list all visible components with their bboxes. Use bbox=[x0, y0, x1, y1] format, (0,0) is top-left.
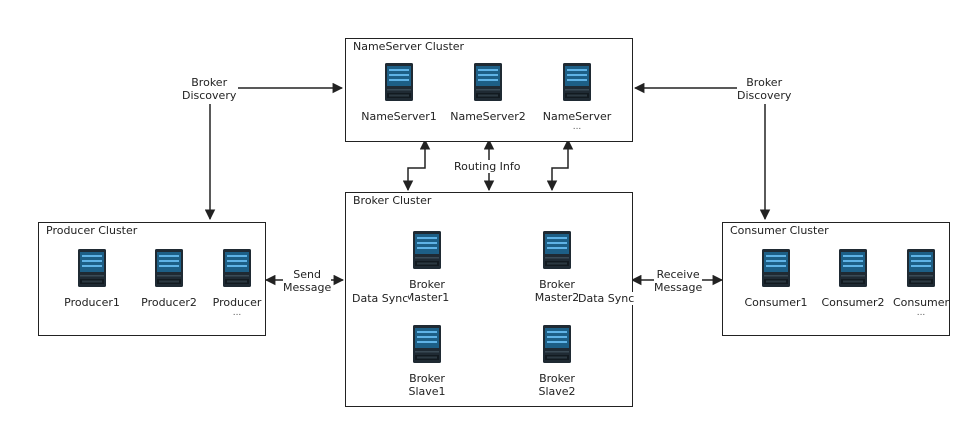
consumer-node-2-label: Consumer2 bbox=[821, 296, 885, 309]
server-icon bbox=[798, 249, 908, 290]
receive-message-line2: Message bbox=[654, 281, 703, 294]
broker-master-1-label: Broker bbox=[409, 278, 445, 291]
broker-slave-1: Broker Slave1 bbox=[372, 325, 482, 398]
server-icon bbox=[866, 249, 974, 290]
server-icon bbox=[37, 249, 147, 290]
routing-arrow-right bbox=[546, 138, 574, 192]
broker-slave-2-label2: Slave2 bbox=[538, 385, 576, 398]
nameserver-node-2: NameServer2 bbox=[433, 63, 543, 123]
routing-arrow-left bbox=[402, 138, 431, 192]
routing-info-label: Routing Info bbox=[454, 160, 521, 173]
consumer-node-3-ellipsis: ... bbox=[916, 308, 926, 318]
server-icon bbox=[182, 249, 292, 290]
broker-master-1-label2: Master1 bbox=[404, 291, 450, 304]
data-sync-left-label: Data Sync bbox=[352, 292, 409, 305]
server-icon bbox=[522, 63, 632, 104]
broker-slave-2-label: Broker bbox=[539, 372, 575, 385]
producer-node-3-label: Producer bbox=[212, 296, 262, 309]
nameserver-node-2-label: NameServer2 bbox=[450, 110, 526, 123]
receive-message-label: Receive Message bbox=[654, 268, 703, 294]
server-icon bbox=[502, 231, 612, 272]
broker-discovery-right-label: Broker Discovery bbox=[737, 76, 792, 102]
producer-node-3: Producer ... bbox=[182, 249, 292, 318]
nameserver-cluster-title: NameServer Cluster bbox=[353, 40, 465, 53]
producer-node-2: Producer2 bbox=[114, 249, 224, 309]
broker-discovery-left-line1: Broker bbox=[191, 76, 228, 89]
server-icon bbox=[372, 231, 482, 272]
producer-node-3-ellipsis: ... bbox=[232, 308, 242, 318]
consumer-cluster-title: Consumer Cluster bbox=[730, 224, 829, 237]
send-message-line1: Send bbox=[293, 268, 321, 281]
nameserver-node-3-label: NameServer bbox=[542, 110, 612, 123]
broker-discovery-right-line2: Discovery bbox=[737, 89, 792, 102]
consumer-node-3: Consumer ... bbox=[866, 249, 974, 318]
server-icon bbox=[502, 325, 612, 366]
nameserver-node-3: NameServer ... bbox=[522, 63, 632, 132]
broker-slave-2: Broker Slave2 bbox=[502, 325, 612, 398]
server-icon bbox=[344, 63, 454, 104]
receive-message-line1: Receive bbox=[656, 268, 700, 281]
nameserver-node-3-ellipsis: ... bbox=[572, 122, 582, 132]
broker-discovery-right-line1: Broker bbox=[746, 76, 783, 89]
consumer-node-1: Consumer1 bbox=[721, 249, 831, 309]
broker-master-2-label: Broker bbox=[539, 278, 575, 291]
server-icon bbox=[721, 249, 831, 290]
broker-slave-1-label: Broker bbox=[409, 372, 445, 385]
broker-master-2: Broker Master2 bbox=[502, 231, 612, 304]
nameserver-node-1: NameServer1 bbox=[344, 63, 454, 123]
server-icon bbox=[372, 325, 482, 366]
broker-discovery-left-label: Broker Discovery bbox=[182, 76, 237, 102]
producer-node-2-label: Producer2 bbox=[141, 296, 197, 309]
send-message-label: Send Message bbox=[283, 268, 332, 294]
broker-discovery-left-line2: Discovery bbox=[182, 89, 237, 102]
nameserver-node-1-label: NameServer1 bbox=[361, 110, 437, 123]
server-icon bbox=[114, 249, 224, 290]
broker-cluster-title: Broker Cluster bbox=[353, 194, 432, 207]
producer-cluster-title: Producer Cluster bbox=[46, 224, 138, 237]
broker-slave-1-label2: Slave1 bbox=[408, 385, 446, 398]
data-sync-right-label: Data Sync bbox=[578, 292, 635, 305]
producer-node-1: Producer1 bbox=[37, 249, 147, 309]
producer-node-1-label: Producer1 bbox=[64, 296, 120, 309]
consumer-node-3-label: Consumer bbox=[892, 296, 950, 309]
consumer-node-1-label: Consumer1 bbox=[744, 296, 808, 309]
send-message-line2: Message bbox=[283, 281, 332, 294]
broker-master-1: Broker Master1 bbox=[372, 231, 482, 304]
consumer-node-2: Consumer2 bbox=[798, 249, 908, 309]
server-icon bbox=[433, 63, 543, 104]
broker-master-2-label2: Master2 bbox=[534, 291, 580, 304]
